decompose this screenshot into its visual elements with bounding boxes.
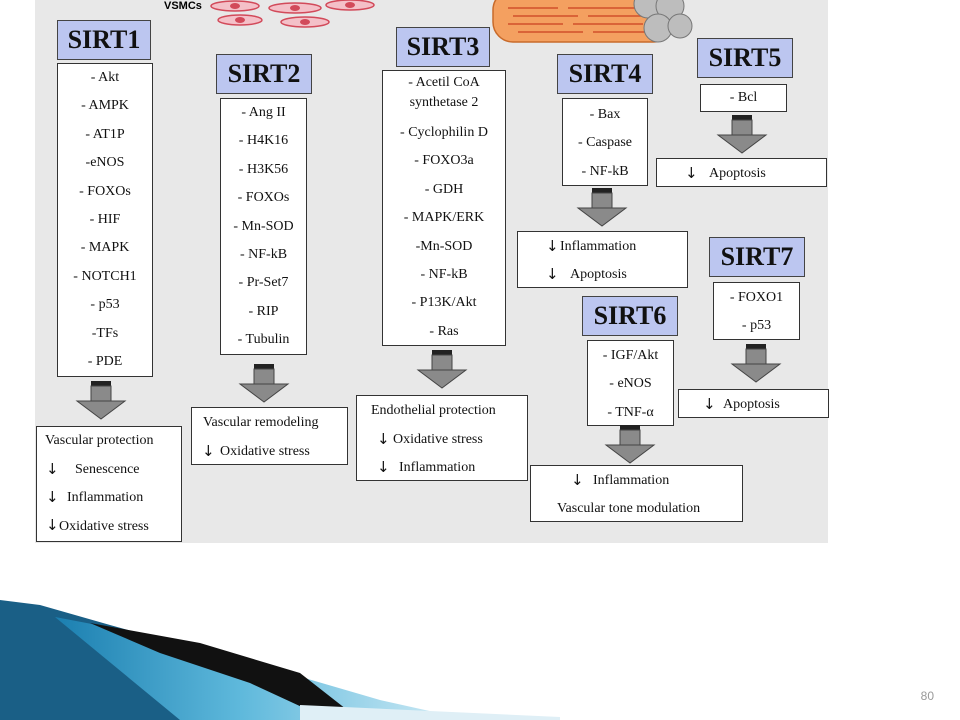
sirt3-target: - Acetil CoA — [408, 75, 480, 90]
slide-footer-swoosh — [0, 600, 560, 720]
sirt2-target: - FOXOs — [237, 190, 290, 206]
sirt3-outcome: Oxidative stress — [393, 432, 483, 447]
sirt5-target: - Bcl — [729, 90, 758, 105]
sirt7-target: - FOXO1 — [729, 290, 784, 305]
sirt3-target: - FOXO3a — [414, 153, 474, 169]
sirt3-outcomes-box: Endothelial protection ↓ Oxidative stres… — [356, 395, 528, 481]
down-arrow-icon: ↓ — [685, 164, 698, 182]
sirt3-target: - Ras — [429, 323, 459, 339]
sirt2-target: - Tubulin — [237, 332, 290, 348]
sirt1-target: - MAPK — [80, 240, 130, 256]
sirt2-flow-arrow — [238, 364, 290, 403]
sirt1-target: - p53 — [90, 297, 120, 313]
sirt5-outcomes-box: ↓ Apoptosis — [656, 158, 827, 187]
sirt1-outcome: Senescence — [75, 462, 140, 477]
sirt1-outcome: Inflammation — [67, 490, 144, 505]
sirt3-target: - NF-kB — [420, 267, 468, 283]
sirt1-target: - FOXOs — [79, 183, 131, 199]
down-arrow-icon: ↓ — [46, 460, 59, 478]
sirt7-header: SIRT7 — [709, 237, 805, 277]
sirt5-flow-arrow — [716, 115, 768, 154]
sirt5-header: SIRT5 — [697, 38, 793, 78]
vessel-illustration — [492, 0, 693, 43]
sirt6-outcome: Inflammation — [593, 473, 670, 488]
down-arrow-icon: ↓ — [546, 265, 559, 283]
sirt4-outcomes-box: ↓ Inflammation ↓ Apoptosis — [517, 231, 688, 288]
sirt1-outcome: Vascular protection — [45, 433, 154, 448]
sirt2-target-list: - Ang II - H4K16 - H3K56 - FOXOs - Mn-SO… — [220, 98, 307, 355]
sirt6-target: - IGF/Akt — [602, 348, 659, 363]
sirt1-target: - NOTCH1 — [73, 268, 137, 284]
sirt2-target: - Ang II — [241, 105, 286, 120]
sirt3-target: - Cyclophilin D — [400, 125, 488, 140]
sirt7-outcome: Apoptosis — [723, 397, 780, 412]
sirt2-header: SIRT2 — [216, 54, 312, 94]
sirt2-outcomes-box: Vascular remodeling ↓ Oxidative stress — [191, 407, 348, 465]
sirt1-target: -eNOS — [85, 155, 125, 171]
sirt4-target-list: - Bax - Caspase - NF-kB — [562, 98, 648, 186]
sirt1-target: - Akt — [90, 70, 120, 85]
sirt1-outcomes-box: Vascular protection ↓ Senescence ↓ Infla… — [36, 426, 182, 542]
sirt3-flow-arrow — [416, 350, 468, 389]
sirt1-target: - HIF — [89, 212, 121, 228]
page-number: 80 — [920, 689, 934, 703]
sirt1-target-list: - Akt - AMPK - AT1P -eNOS - FOXOs - HIF … — [57, 63, 153, 377]
sirt1-target: - AT1P — [85, 126, 125, 142]
vsmcs-label: VSMCs — [164, 0, 202, 12]
sirt6-target-list: - IGF/Akt - eNOS - TNF-α — [587, 340, 674, 426]
down-arrow-icon: ↓ — [377, 458, 390, 476]
sirt6-header: SIRT6 — [582, 296, 678, 336]
down-arrow-icon: ↓ — [46, 488, 59, 506]
down-arrow-icon: ↓ — [546, 237, 559, 255]
sirt4-target: - NF-kB — [581, 163, 629, 179]
sirt1-flow-arrow — [75, 381, 127, 420]
sirt1-header: SIRT1 — [57, 20, 151, 60]
sirt4-target: - Caspase — [577, 135, 633, 151]
sirt3-target: - MAPK/ERK — [403, 210, 485, 226]
sirt4-flow-arrow — [576, 188, 628, 227]
sirt6-target: - eNOS — [609, 376, 652, 392]
sirt6-outcomes-box: ↓ Inflammation Vascular tone modulation — [530, 465, 743, 522]
sirt7-flow-arrow — [730, 344, 782, 383]
sirt3-target: synthetase 2 — [409, 95, 479, 110]
sirt2-target: - Pr-Set7 — [238, 275, 289, 291]
down-arrow-icon: ↓ — [377, 430, 390, 448]
sirt4-target: - Bax — [589, 107, 621, 122]
sirt5-target-list: - Bcl — [700, 84, 787, 112]
sirt4-outcome: Inflammation — [560, 239, 637, 254]
sirt6-flow-arrow — [604, 425, 656, 464]
sirt3-target: - GDH — [424, 181, 464, 197]
vsmc-cells-illustration — [210, 0, 375, 28]
sirt3-header: SIRT3 — [396, 27, 490, 67]
down-arrow-icon: ↓ — [46, 516, 59, 534]
sirt4-outcome: Apoptosis — [570, 267, 627, 282]
sirt4-header: SIRT4 — [557, 54, 653, 94]
sirt2-target: - RIP — [248, 303, 279, 319]
sirt1-target: - PDE — [87, 354, 123, 370]
down-arrow-icon: ↓ — [571, 471, 584, 489]
sirt2-target: - H3K56 — [238, 161, 289, 177]
sirt7-target-list: - FOXO1 - p53 — [713, 282, 800, 340]
sirt3-target: - P13K/Akt — [411, 295, 477, 311]
sirt2-target: - NF-kB — [239, 247, 288, 263]
sirt7-target: - p53 — [741, 318, 772, 334]
sirt3-target-list: - Acetil CoA synthetase 2 - Cyclophilin … — [382, 70, 506, 346]
sirt3-target: -Mn-SOD — [415, 238, 473, 254]
sirt5-outcome: Apoptosis — [709, 166, 766, 181]
sirt6-outcome: Vascular tone modulation — [557, 501, 701, 516]
sirt3-outcome: Inflammation — [399, 460, 476, 475]
sirt1-target: - AMPK — [81, 98, 129, 114]
sirt1-target: -TFs — [91, 325, 119, 341]
sirt6-target: - TNF-α — [607, 404, 654, 420]
down-arrow-icon: ↓ — [703, 395, 716, 413]
sirt3-outcome: Endothelial protection — [371, 403, 496, 418]
sirt2-outcome: Oxidative stress — [220, 444, 310, 459]
sirt2-target: - Mn-SOD — [233, 218, 294, 234]
sirt2-outcome: Vascular remodeling — [203, 415, 319, 430]
sirt2-target: - H4K16 — [238, 133, 289, 149]
sirt7-outcomes-box: ↓ Apoptosis — [678, 389, 829, 418]
down-arrow-icon: ↓ — [202, 442, 215, 460]
sirt1-outcome: Oxidative stress — [59, 519, 149, 534]
